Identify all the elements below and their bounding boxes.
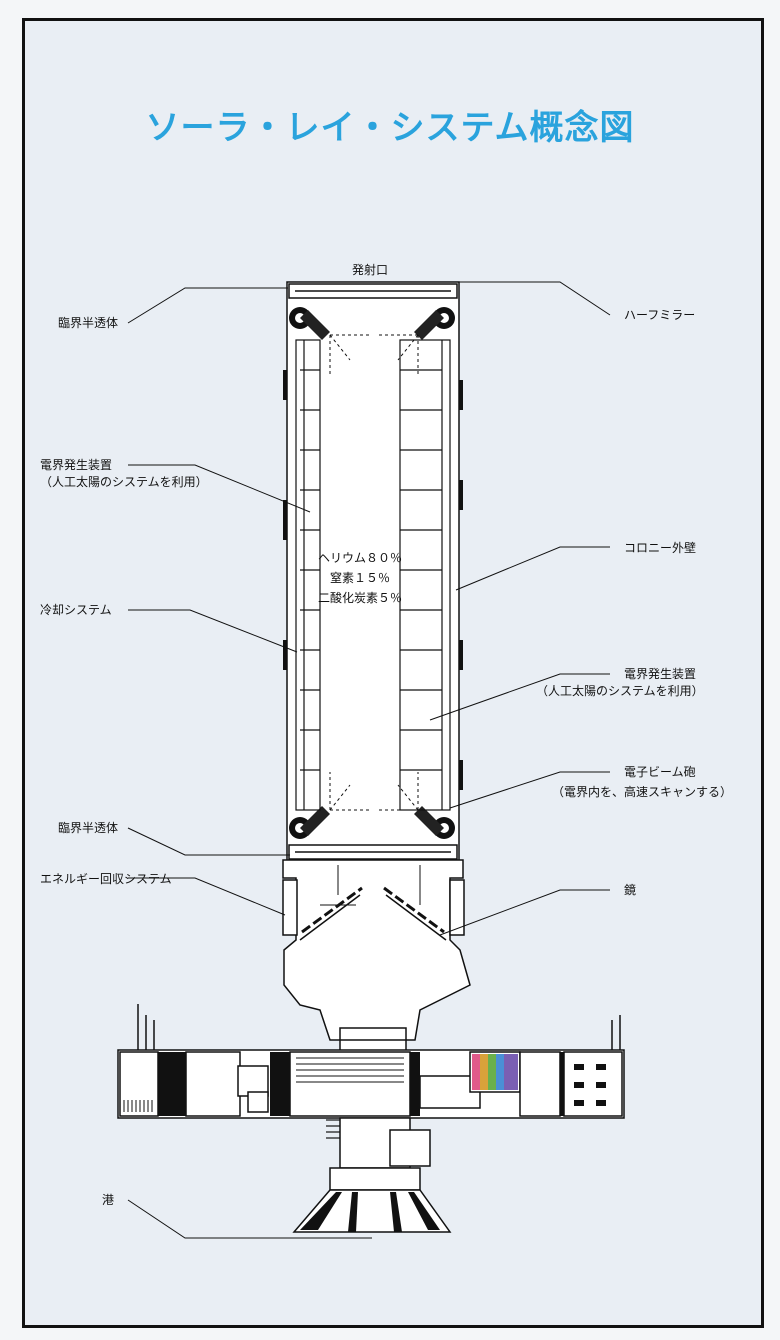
label-critical-translucent-top: 臨界半透体 [58, 316, 119, 330]
left-field-generator [295, 339, 321, 811]
label-field-generator-right: 電界発生装置 [624, 667, 697, 681]
colony-wall-details [283, 370, 463, 790]
label-electron-beam-note: （電界内を、高速スキャンする） [552, 785, 733, 799]
electron-beam-emitters [289, 307, 455, 839]
label-half-mirror: ハーフミラー [624, 308, 696, 322]
colony-cylinder [286, 281, 460, 863]
label-port: 港 [102, 1193, 115, 1207]
label-electron-beam-cannon: 電子ビーム砲 [624, 765, 696, 779]
label-field-generator-left: 電界発生装置 [40, 458, 113, 472]
gas-nitrogen: 窒素１５％ [329, 571, 390, 585]
label-cooling-system: 冷却システム [40, 603, 112, 617]
label-field-generator-left-note: （人工太陽のシステムを利用） [40, 475, 208, 489]
lower-structure [292, 1117, 452, 1233]
color-panel [472, 1054, 518, 1090]
mirror-segments [301, 886, 445, 934]
station-dark-blocks [158, 1052, 606, 1116]
label-colony-wall: コロニー外壁 [624, 541, 697, 555]
energy-recovery-section [282, 859, 471, 1041]
gas-helium: ヘリウム８０％ [317, 551, 402, 565]
gas-mixture: ヘリウム８０％ 窒素１５％ 二酸化炭素５％ [300, 548, 420, 608]
station-panel-lines [123, 1057, 404, 1112]
leader-lines [127, 281, 611, 1239]
beam-paths [329, 334, 419, 811]
label-field-generator-right-note: （人工太陽のシステムを利用） [536, 684, 704, 698]
recovery-arrows [320, 865, 421, 906]
gas-co2: 二酸化炭素５％ [317, 591, 402, 605]
label-energy-recovery: エネルギー回収システム [40, 872, 172, 886]
label-mirror: 鏡 [624, 883, 637, 897]
right-field-generator [399, 339, 451, 811]
label-launch-port: 発射口 [352, 263, 389, 277]
launch-port-cap [288, 283, 458, 299]
station-body [117, 1049, 625, 1119]
station-neck [339, 1027, 407, 1053]
station-antennas [137, 1004, 621, 1050]
label-critical-translucent-bottom: 臨界半透体 [58, 821, 119, 835]
spring-coil [326, 1119, 340, 1139]
port-fins [300, 1192, 440, 1232]
page-title: ソーラ・レイ・システム概念図 [145, 108, 635, 148]
bottom-translucent-plate [288, 844, 458, 860]
